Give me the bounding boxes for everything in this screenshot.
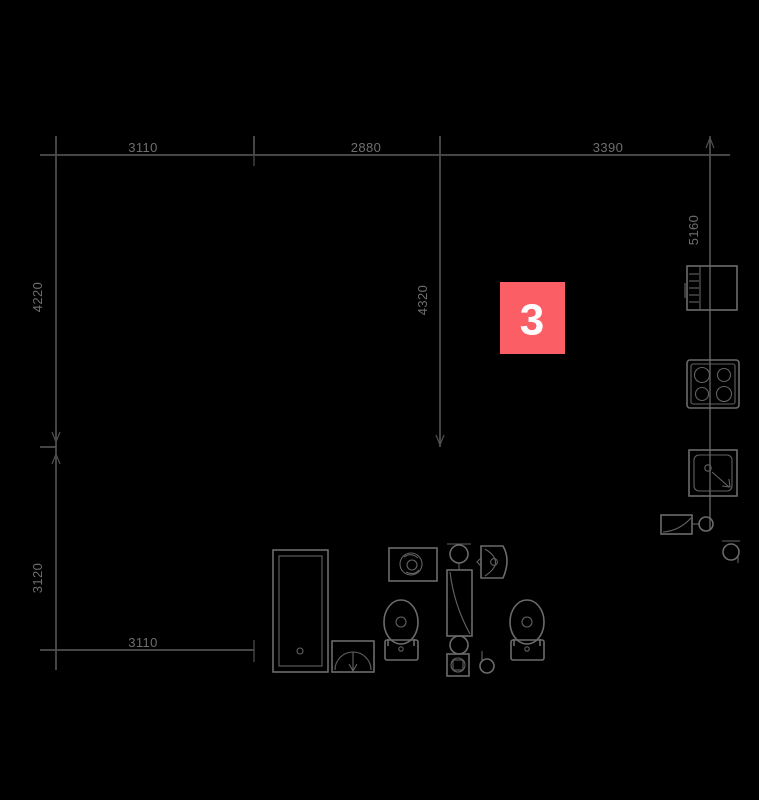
toilet-left-flush [398, 646, 404, 652]
shower-tray-drain [449, 635, 469, 655]
washing-machine-mark-2 [405, 569, 420, 575]
dim-arrowhead-right [705, 136, 715, 149]
shower-tray-slope [449, 571, 471, 635]
wall-basin-faucet [698, 516, 714, 532]
cooktop-burner-2 [716, 367, 732, 383]
bathtub-left [272, 549, 329, 673]
shower-tray [446, 543, 473, 655]
floor-drain-ring [450, 657, 466, 673]
small-toilet [722, 540, 740, 563]
dim-label-top-right: 3390 [593, 140, 624, 155]
bathtub-left-inner [278, 555, 323, 667]
wall-basin-curve [662, 517, 692, 533]
kitchen-sink-drain [704, 464, 712, 472]
basin-right-faucet [476, 557, 482, 567]
dim-label-center: 4320 [415, 285, 430, 316]
dim-label-left-lower: 3120 [30, 563, 45, 594]
door-swing [331, 640, 375, 673]
room-badge-label: 3 [520, 296, 544, 345]
kitchen-sink [688, 449, 738, 497]
dim-label-left-upper: 4220 [30, 282, 45, 313]
toilet-right-tank [510, 639, 545, 661]
toilet-right-bowl [509, 599, 545, 645]
kitchen-sink-faucet-head [721, 478, 731, 488]
wall-basin [660, 514, 714, 535]
dimension-chain-left: 4220 3120 [30, 160, 61, 646]
small-toilet-bowl [722, 543, 740, 561]
floor-drain-frame [446, 653, 470, 677]
dim-label-top-middle: 2880 [351, 140, 382, 155]
dim-label-bottom: 3110 [128, 635, 158, 650]
basin-right [476, 545, 508, 579]
washing-machine-drum [399, 552, 423, 576]
refrigerator [684, 265, 738, 311]
cooktop-burner-1 [693, 366, 711, 384]
dim-label-right: 5160 [686, 215, 701, 246]
dimension-right: 5160 [686, 136, 715, 525]
toilet-right [509, 599, 545, 661]
cooktop-burner-3 [694, 386, 710, 402]
basin-right-body [480, 545, 508, 579]
floor-drain [446, 653, 470, 677]
dimension-center: 4320 [415, 160, 445, 447]
kitchen-sink-basin [693, 454, 733, 492]
shower-tray-head [449, 544, 469, 564]
bathtub-left-drain [296, 647, 304, 655]
basin-right-bowl [484, 548, 497, 577]
toilet-right-drain [521, 616, 533, 628]
toilet-left-bowl [383, 599, 419, 645]
cooktop-body [686, 359, 740, 409]
washing-machine-port [406, 559, 418, 571]
kitchen-sink-body [688, 449, 738, 497]
wall-basin-body [660, 514, 693, 535]
floor-fixture [479, 651, 495, 674]
room-badge-background[interactable] [500, 282, 565, 354]
refrigerator-body [686, 265, 738, 311]
dim-arrowhead-left-lower [51, 452, 61, 465]
toilet-left-drain [395, 616, 407, 628]
toilet-left-tank [384, 639, 419, 661]
floor-fixture-bowl [479, 658, 495, 674]
washing-machine-mark-1 [403, 554, 419, 559]
washing-machine [388, 547, 438, 582]
toilet-right-flush [524, 646, 530, 652]
dimension-bottom: 3110 [40, 635, 255, 662]
dim-label-top-left: 3110 [128, 140, 158, 155]
cooktop [686, 359, 740, 409]
floor-drain-grate [452, 659, 464, 671]
kitchen-sink-faucet-arm [711, 471, 730, 488]
cooktop-burner-4 [715, 385, 733, 403]
basin-right-drain [490, 558, 498, 566]
dimension-chain-top: 3110 2880 3390 [40, 140, 730, 166]
room-badge[interactable]: 3 [500, 282, 565, 354]
grid-lines [40, 136, 730, 670]
bathtub-left-outer [272, 549, 329, 673]
dim-arrowhead-left-upper [51, 431, 61, 444]
toilet-left [383, 599, 419, 661]
dim-arrowhead-center [435, 434, 445, 447]
cooktop-inner [690, 363, 736, 405]
door-swing-stop [348, 663, 358, 673]
washing-machine-body [388, 547, 438, 582]
